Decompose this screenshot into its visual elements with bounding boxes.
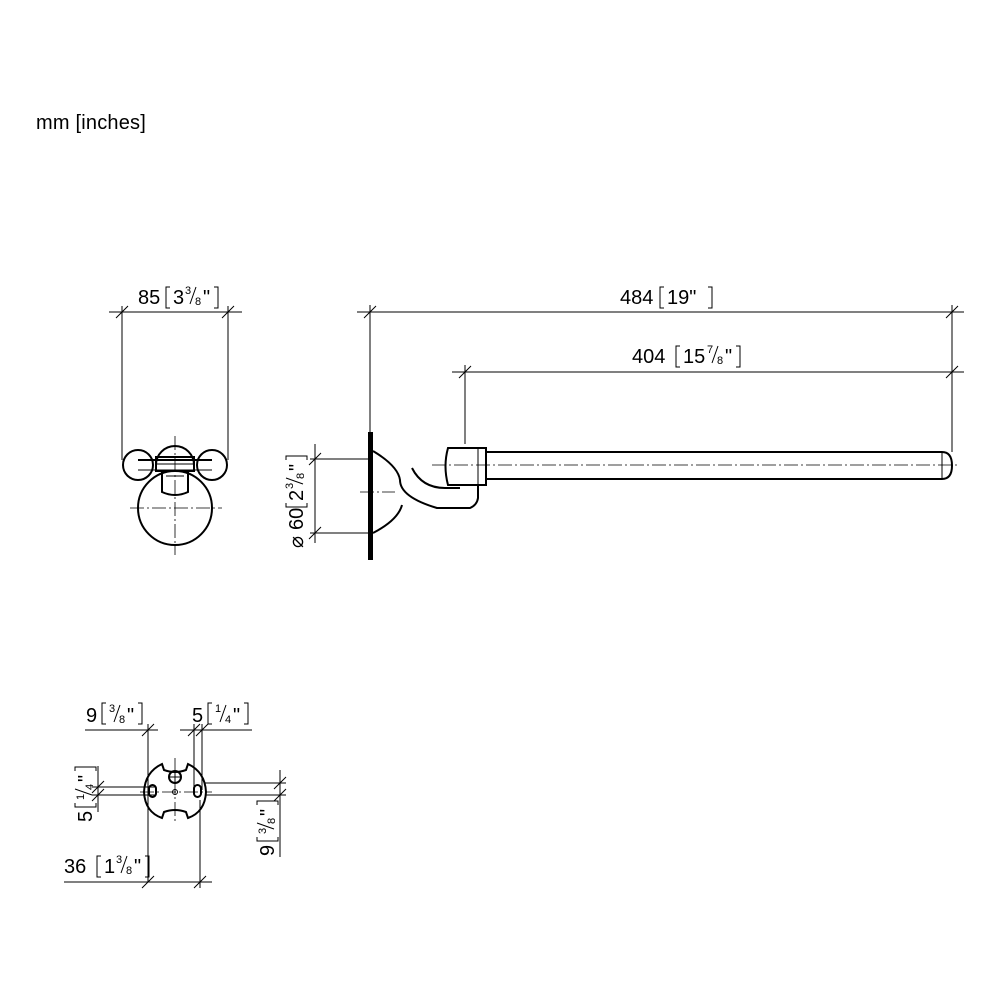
plate-width-in-mark: " bbox=[134, 856, 141, 878]
overall-length-mm: 484 bbox=[620, 287, 653, 309]
rosette-diameter-in-mark: " bbox=[286, 464, 308, 471]
dimension-slot-height: 5 1 4 " bbox=[74, 766, 155, 822]
front-arm bbox=[161, 471, 189, 496]
rosette-diameter-symbol: ⌀ bbox=[286, 536, 308, 548]
right-slot bbox=[193, 784, 202, 798]
bar-length-mm: 404 bbox=[632, 346, 665, 368]
dimension-front-width: 85 3 3 8 " bbox=[109, 285, 242, 460]
right-offset-in-den: 4 bbox=[225, 714, 231, 726]
units-label: mm [inches] bbox=[36, 112, 147, 134]
plate-width-mm: 36 bbox=[64, 856, 86, 878]
slot-height-in-num: 1 bbox=[75, 794, 87, 800]
bar-length-in-mark: " bbox=[725, 346, 732, 368]
bar-length-in-num: 7 bbox=[707, 344, 713, 356]
rosette-diameter-mm: 60 bbox=[286, 508, 308, 530]
right-offset-mm: 5 bbox=[192, 705, 203, 727]
right-offset-in-num: 1 bbox=[215, 703, 221, 715]
rosette-diameter-in-whole: 2 bbox=[286, 490, 308, 501]
vertical-offset-in-num: 3 bbox=[257, 828, 269, 834]
vertical-offset-mm: 9 bbox=[257, 845, 279, 856]
dimension-right-offset: 5 1 4 " bbox=[180, 702, 252, 790]
slot-height-in-mark: " bbox=[75, 775, 97, 782]
plate-width-in-den: 8 bbox=[126, 865, 132, 877]
right-offset-in-mark: " bbox=[233, 705, 240, 727]
dimension-vertical-offset: 9 3 8 " bbox=[205, 770, 287, 857]
rosette-diameter-in-den: 8 bbox=[295, 473, 307, 479]
overall-length-in: 19" bbox=[667, 287, 696, 309]
dimension-bar-length: 404 15 7 8 " bbox=[452, 344, 964, 444]
dimension-overall-length: 484 19" bbox=[357, 286, 964, 452]
plate-width-in-whole: 1 bbox=[104, 856, 115, 878]
rosette-diameter-in-num: 3 bbox=[284, 483, 296, 489]
front-width-in-mark: " bbox=[203, 287, 210, 309]
left-offset-mm: 9 bbox=[86, 705, 97, 727]
bar-sleeve bbox=[444, 447, 487, 486]
side-view: 484 19" 404 15 7 8 " bbox=[284, 286, 964, 560]
mounting-plate-view: 9 3 8 " 5 1 4 " bbox=[64, 702, 287, 889]
front-width-in-num: 3 bbox=[185, 285, 191, 297]
plate-width-in-num: 3 bbox=[116, 854, 122, 866]
left-offset-in-num: 3 bbox=[109, 703, 115, 715]
front-right-knob bbox=[196, 449, 228, 481]
dimension-plate-width: 36 1 3 8 " bbox=[64, 800, 212, 889]
bar-length-in-den: 8 bbox=[717, 355, 723, 367]
dimension-rosette-diameter: ⌀ 60 2 3 8 " bbox=[284, 444, 372, 548]
bar-end-cap bbox=[941, 451, 954, 480]
vertical-offset-in-den: 8 bbox=[266, 818, 278, 824]
vertical-offset-in-mark: " bbox=[257, 809, 279, 816]
left-slot bbox=[148, 784, 157, 798]
front-width-in-den: 8 bbox=[195, 296, 201, 308]
left-offset-in-mark: " bbox=[127, 705, 134, 727]
front-width-in-whole: 3 bbox=[173, 287, 184, 309]
front-left-knob bbox=[122, 449, 154, 481]
left-offset-in-den: 8 bbox=[119, 714, 125, 726]
front-view: 85 3 3 8 " bbox=[109, 285, 242, 555]
wall-plate bbox=[368, 432, 373, 560]
bar-length-in-whole: 15 bbox=[683, 346, 705, 368]
slot-height-mm: 5 bbox=[75, 811, 97, 822]
slot-height-in-den: 4 bbox=[84, 784, 96, 790]
front-width-mm: 85 bbox=[138, 287, 160, 309]
